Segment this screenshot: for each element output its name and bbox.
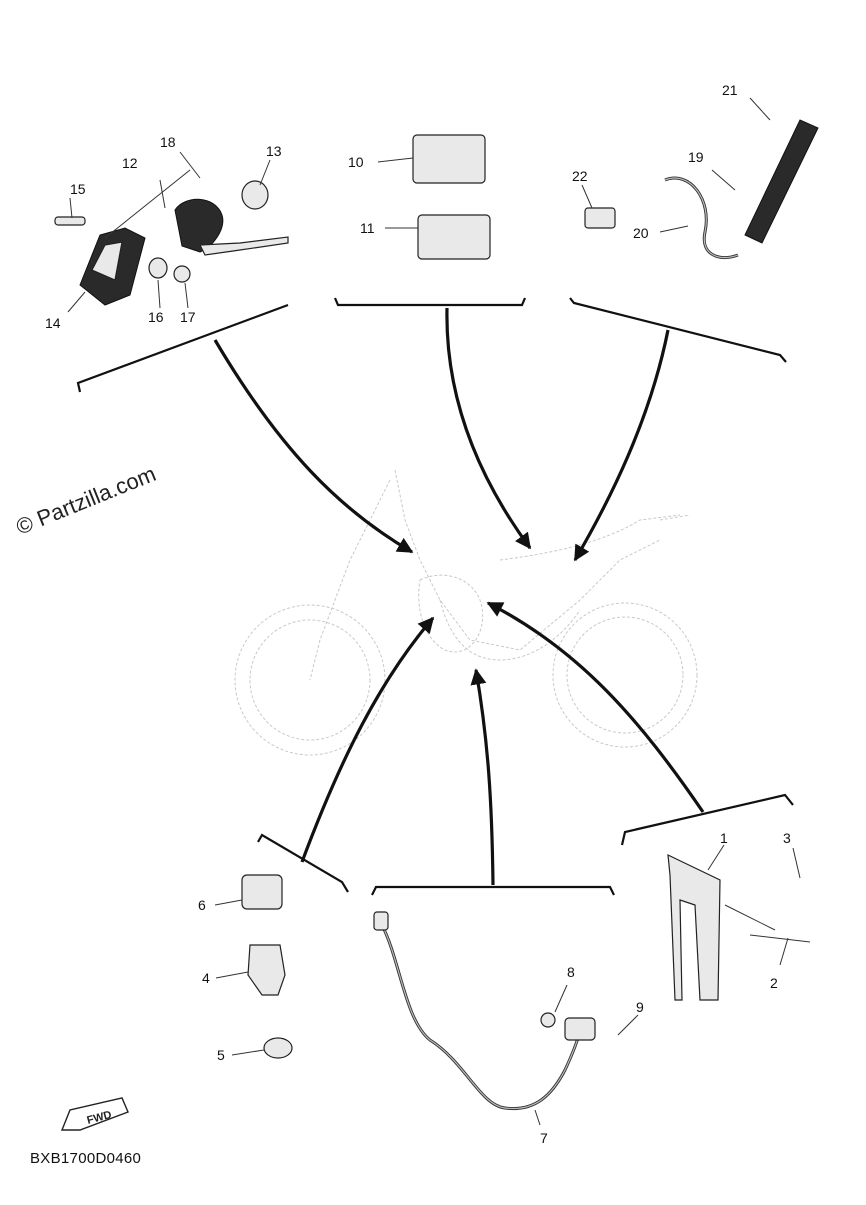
arrow-top-right bbox=[573, 329, 670, 562]
callout-21: 21 bbox=[722, 82, 738, 98]
callout-13: 13 bbox=[266, 143, 282, 159]
watermark-text: © Partzilla.com bbox=[13, 461, 160, 540]
clip-8 bbox=[540, 1012, 556, 1028]
callout-2: 2 bbox=[770, 975, 778, 991]
group-top-middle bbox=[333, 134, 532, 550]
sensor-4 bbox=[247, 944, 286, 996]
callout-12: 12 bbox=[122, 155, 138, 171]
callout-18: 18 bbox=[160, 134, 176, 150]
callout-9: 9 bbox=[636, 999, 644, 1015]
strip-21 bbox=[744, 119, 819, 244]
connector-9 bbox=[564, 1017, 596, 1041]
collar-17 bbox=[173, 265, 191, 283]
callout-6: 6 bbox=[198, 897, 206, 913]
callout-22: 22 bbox=[572, 168, 588, 184]
bushing-13 bbox=[241, 180, 269, 210]
callout-1: 1 bbox=[720, 830, 728, 846]
callout-16: 16 bbox=[148, 309, 164, 325]
ecu-11 bbox=[417, 214, 491, 260]
callout-15: 15 bbox=[70, 181, 86, 197]
diagram-code: BXB1700D0460 bbox=[30, 1150, 142, 1167]
arrow-top-left bbox=[213, 339, 414, 554]
callout-10: 10 bbox=[348, 154, 364, 170]
connector-22 bbox=[584, 207, 616, 229]
group-bottom-right bbox=[486, 601, 811, 1001]
bracket-top-middle bbox=[333, 297, 527, 307]
group-top-left bbox=[54, 151, 414, 554]
cap-5 bbox=[263, 1037, 293, 1059]
frame-1 bbox=[667, 853, 721, 1001]
bracket-bottom-right bbox=[620, 793, 794, 846]
callout-3: 3 bbox=[783, 830, 791, 846]
callout-19: 19 bbox=[688, 149, 704, 165]
motorcycle-outline bbox=[234, 469, 698, 756]
group-bottom-middle bbox=[371, 668, 639, 1126]
fwd-badge: FWD bbox=[60, 1097, 129, 1131]
harness-20 bbox=[664, 176, 739, 260]
callout-7: 7 bbox=[540, 1130, 548, 1146]
group-top-right bbox=[569, 97, 819, 562]
ecu-10 bbox=[412, 134, 486, 184]
bracket-bottom-middle bbox=[371, 885, 615, 896]
callout-17: 17 bbox=[180, 309, 196, 325]
callout-11: 11 bbox=[360, 220, 375, 236]
bracket-top-left bbox=[76, 303, 289, 393]
callout-5: 5 bbox=[217, 1047, 225, 1063]
arrow-bottom-right bbox=[486, 601, 705, 813]
washer-16 bbox=[148, 257, 168, 279]
relay-6 bbox=[241, 874, 283, 910]
callout-20: 20 bbox=[633, 225, 649, 241]
bracket-top-right bbox=[569, 297, 787, 363]
arrow-bottom-middle bbox=[470, 668, 495, 886]
group-bottom-left bbox=[214, 616, 435, 1059]
callout-14: 14 bbox=[45, 315, 61, 331]
arrow-top-middle bbox=[445, 307, 532, 550]
callout-4: 4 bbox=[202, 970, 210, 986]
callout-8: 8 bbox=[567, 964, 575, 980]
arrow-bottom-left bbox=[300, 616, 435, 863]
